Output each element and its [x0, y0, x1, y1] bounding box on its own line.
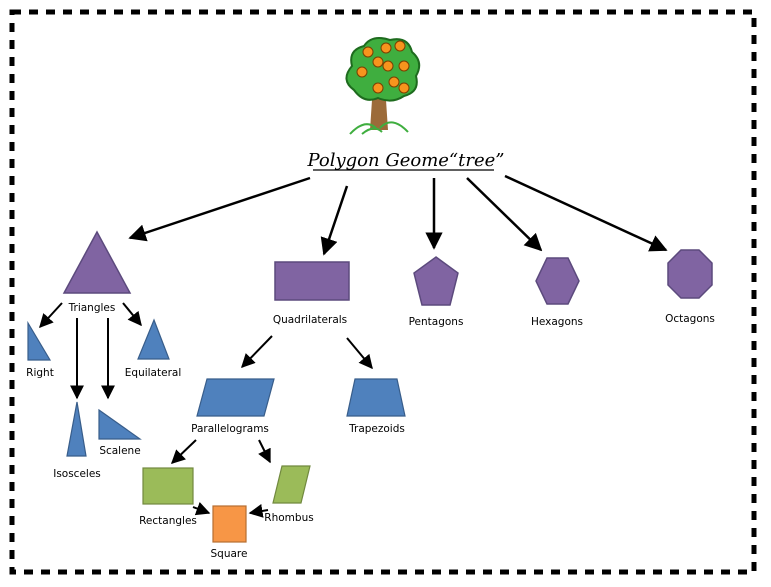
- equilateral-triangle-shape: [137, 318, 170, 360]
- arrow-to-hexagons: [466, 177, 543, 252]
- arrow-to-octagons: [504, 174, 668, 252]
- label-equilateral: Equilateral: [125, 367, 181, 379]
- isosceles-triangle-shape: [66, 401, 87, 457]
- parallelogram-shape: [196, 378, 275, 417]
- label-square: Square: [211, 548, 248, 560]
- diagram-title: Polygon Geome“tree”: [307, 150, 505, 171]
- arrow-to-triangles: [128, 176, 311, 242]
- label-rectangles: Rectangles: [139, 515, 197, 527]
- label-parallelograms: Parallelograms: [191, 423, 269, 435]
- main-arrows: [128, 174, 668, 256]
- orange-tree-icon: [345, 37, 421, 135]
- label-right: Right: [26, 367, 54, 379]
- label-pentagons: Pentagons: [409, 316, 464, 328]
- dashed-border: [9, 9, 757, 575]
- rhombus-shape: [272, 465, 311, 504]
- quadrilateral-arrows: [241, 335, 373, 370]
- label-octagons: Octagons: [665, 313, 715, 325]
- triangle-arrows: [39, 302, 142, 400]
- square-arrows: [192, 502, 269, 518]
- triangle-shape: [62, 230, 132, 294]
- quadrilateral-shape: [274, 261, 350, 301]
- label-scalene: Scalene: [99, 445, 140, 457]
- label-rhombus: Rhombus: [264, 512, 313, 524]
- label-triangles: Triangles: [68, 302, 116, 314]
- rectangle-shape: [142, 467, 194, 505]
- arrow-to-quadrilaterals: [320, 185, 349, 256]
- parallelogram-arrows: [170, 439, 271, 464]
- hexagon-shape: [535, 257, 580, 305]
- right-triangle-shape: [27, 320, 52, 361]
- square-shape: [212, 505, 247, 543]
- trapezoid-shape: [346, 378, 406, 417]
- octagon-shape: [667, 249, 713, 299]
- label-quadrilaterals: Quadrilaterals: [273, 314, 347, 326]
- scalene-triangle-shape: [98, 408, 142, 440]
- label-isosceles: Isosceles: [53, 468, 101, 480]
- label-trapezoids: Trapezoids: [348, 423, 405, 435]
- pentagon-shape: [413, 256, 459, 306]
- label-hexagons: Hexagons: [531, 316, 583, 328]
